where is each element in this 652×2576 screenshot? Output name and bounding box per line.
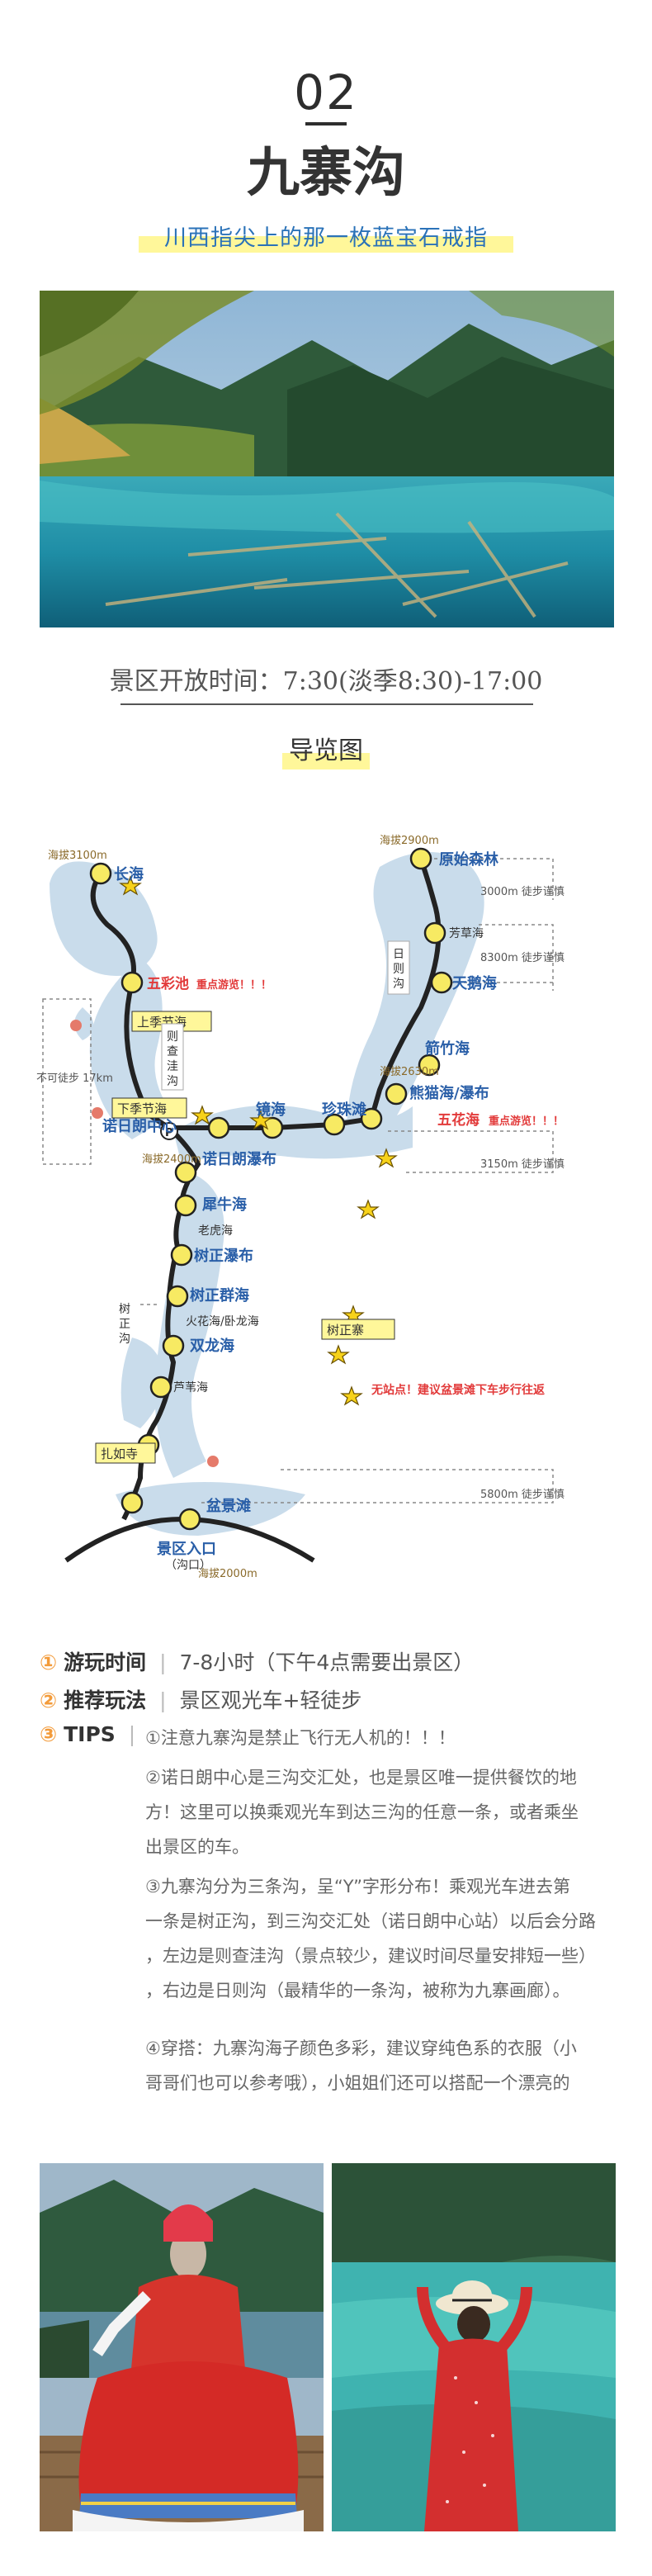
play-method-value: 景区观光车+轻徒步 (179, 1688, 362, 1712)
divider: | (159, 1650, 167, 1674)
valley-rize: 日则沟 (393, 948, 404, 991)
tips-label: TIPS (64, 1722, 116, 1746)
tip-line-7: ，左边是则查洼沟（景点较少，建议时间尽量安排短一些） (145, 1946, 596, 1966)
play-method-row: ② 推荐玩法 | 景区观光车+轻徒步 (40, 1684, 361, 1714)
lake-hat-photo (332, 2163, 616, 2531)
stop-xiajihai: 下季节海 (117, 1101, 167, 1116)
stop-huohuahai: 火花海/卧龙海 (186, 1315, 259, 1328)
alt-entrance: 海拔2000m (198, 1568, 257, 1580)
wuhuahai-tip: 重点游览！！！ (489, 1115, 564, 1128)
alt-changhai: 海拔3100m (48, 850, 107, 862)
play-time-row: ① 游玩时间 | 7-8小时（下午4点需要出景区） (40, 1646, 474, 1676)
stop-jianzhuhai: 箭竹海 (425, 1039, 470, 1058)
stop-wuhuahai: 五花海 (437, 1111, 480, 1129)
jiuzhaigou-lake-photo (40, 291, 614, 627)
alt-wuhuahai: 海拔2630m (380, 1066, 439, 1078)
stop-luweihai: 芦苇海 (173, 1381, 208, 1395)
divider: | (159, 1688, 167, 1712)
stop-shuzheng-qunhai: 树正群海 (190, 1286, 249, 1305)
parking-icon: P (165, 1127, 173, 1139)
stop-entrance: 景区入口 (157, 1541, 216, 1558)
map-title: 导览图 (289, 736, 363, 765)
page-title: 九寨沟 (247, 142, 405, 204)
stop-nuorilang-center: 诺日朗中心 (102, 1117, 177, 1135)
stop-nuorilang-fall: 诺日朗瀑布 (202, 1150, 276, 1168)
tips-number: ③ (40, 1722, 58, 1746)
stop-penjingtan: 盆景滩 (206, 1497, 251, 1515)
walk-note-4: 5800m 徒步谨慎 (480, 1489, 565, 1501)
opening-hours: 景区开放时间：7:30(淡季8:30)-17:00 (109, 667, 543, 696)
walk-note-2: 8300m 徒步谨慎 (480, 952, 565, 964)
page-subtitle: 川西指尖上的那一枚蓝宝石戒指 (164, 225, 488, 251)
tip-line-10: 哥哥们也可以参考哦），小姐姐们还可以搭配一个漂亮的 (145, 2073, 570, 2093)
play-time-value: 7-8小时（下午4点需要出景区） (179, 1650, 475, 1674)
tip-line-3: 方！这里可以换乘观光车到达三沟的任意一条，或者乘坐 (145, 1802, 579, 1822)
hours-underline (120, 703, 533, 705)
scenic-area-map: P 海拔3100m 海拔2900m 海拔2630m 海拔2400m 海拔2000… (33, 817, 627, 1593)
stop-jinghai: 镜海 (256, 1101, 286, 1119)
valley-zecha: 则查洼沟 (167, 1030, 178, 1088)
subtitle-highlight (139, 236, 513, 253)
walk-note-1: 3000m 徒步谨慎 (480, 886, 565, 898)
tip-line-6: 一条是树正沟，到三沟交汇处（诺日朗中心站）以后会分路 (145, 1911, 596, 1931)
valley-shuzheng: 树正沟 (119, 1303, 130, 1346)
stop-tianehai: 天鹅海 (452, 974, 497, 992)
wucaichi-tip: 重点游览！！！ (196, 978, 272, 992)
divider: | (128, 1722, 136, 1746)
section-number: 02 (294, 64, 358, 121)
tips-row: ③ TIPS | (40, 1722, 142, 1746)
tip-line-2: ②诺日朗中心是三沟交汇处，也是景区唯一提供餐饮的地 (145, 1768, 577, 1788)
stop-shuanglonghai: 双龙海 (190, 1337, 234, 1355)
tip-line-4: 出景区的车。 (145, 1837, 249, 1857)
tip-line-1: ①注意九寨沟是禁止飞行无人机的！！！ (145, 1728, 456, 1748)
luweihai-tip: 无站点！建议盆景滩下车步行往返 (371, 1383, 545, 1397)
stop-zhaxisi: 扎如寺 (101, 1447, 138, 1461)
stop-entrance-sub: （沟口） (165, 1559, 211, 1572)
stop-shuzheng-zhai: 树正寨 (327, 1323, 364, 1338)
alt-nuorilang: 海拔2400m (142, 1153, 201, 1166)
stop-xiongmaohai: 熊猫海/瀑布 (409, 1084, 489, 1102)
tibetan-dress-photo (40, 2163, 324, 2531)
stop-yuanshi: 原始森林 (439, 850, 498, 869)
tip-line-5: ③九寨沟分为三条沟，呈“Y”字形分布！乘观光车进去第 (145, 1877, 571, 1896)
stop-wucaichi: 五彩池 (147, 975, 189, 992)
stop-fangcaohai: 芳草海 (449, 926, 484, 940)
play-time-number: ① (40, 1650, 58, 1674)
walk-note-3: 3150m 徒步谨慎 (480, 1158, 565, 1171)
stop-changhai: 长海 (114, 865, 144, 883)
stop-xiniuhai: 犀牛海 (202, 1196, 247, 1214)
guide-title-highlight (282, 753, 370, 769)
stop-laohuhai: 老虎海 (198, 1224, 233, 1238)
stop-zhenzhutan: 珍珠滩 (322, 1101, 366, 1119)
number-underline (305, 122, 347, 125)
stop-shuzheng-fall: 树正瀑布 (194, 1247, 253, 1265)
alt-yuanshi: 海拔2900m (380, 835, 439, 847)
play-time-label: 游玩时间 (64, 1650, 147, 1674)
no-walk-note: 不可徒步 17km (36, 1073, 113, 1085)
tip-line-8: ，右边是日则沟（最精华的一条沟，被称为九寨画廊）。 (145, 1981, 570, 2001)
play-method-number: ② (40, 1688, 58, 1712)
play-method-label: 推荐玩法 (64, 1688, 147, 1712)
tip-line-9: ④穿搭：九寨沟海子颜色多彩，建议穿纯色系的衣服（小 (145, 2039, 577, 2058)
